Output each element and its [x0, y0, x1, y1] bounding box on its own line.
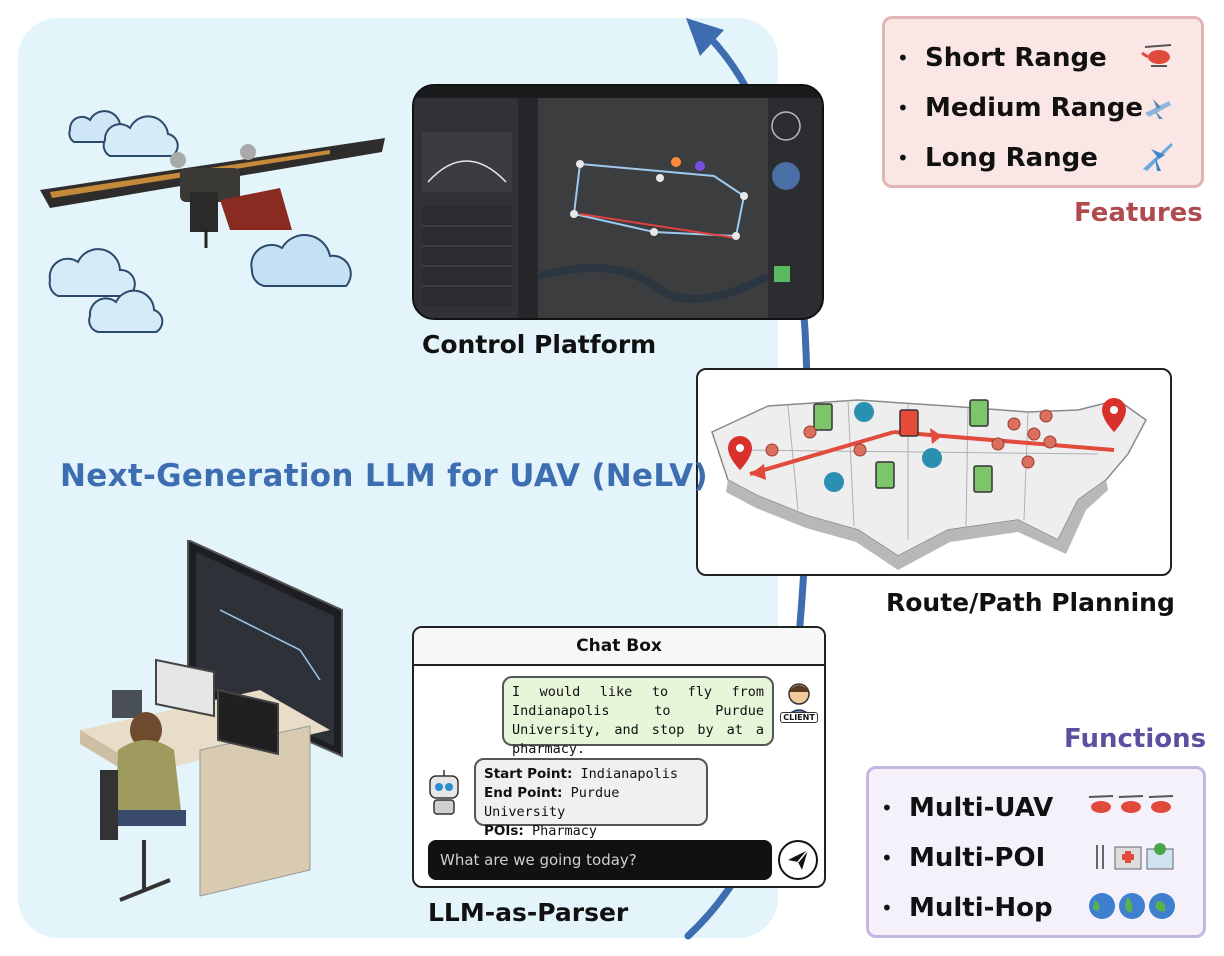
client-badge: CLIENT	[780, 712, 818, 723]
bullet-icon: •	[881, 896, 893, 920]
function-item: • Multi-Hop	[881, 883, 1189, 933]
feature-label: Short Range	[925, 43, 1107, 73]
route-planning-caption: Route/Path Planning	[886, 588, 1175, 617]
feature-item: • Long Range	[897, 133, 1187, 183]
client-message-text: I would like to fly from Indianapolis to…	[512, 684, 764, 757]
us-map	[711, 398, 1147, 570]
function-item: • Multi-POI	[881, 833, 1189, 883]
control-platform-caption: Control Platform	[422, 330, 657, 359]
chat-header: Chat Box	[414, 628, 824, 666]
three-globes-icon	[1089, 893, 1175, 919]
send-icon	[788, 849, 809, 870]
functions-heading: Functions	[1064, 724, 1207, 754]
cloud-icon	[48, 248, 164, 333]
feature-label: Long Range	[925, 143, 1098, 173]
plane-icon	[40, 138, 385, 248]
client-message-bubble: I would like to fly from Indianapolis to…	[502, 676, 774, 757]
client-avatar: CLIENT	[780, 680, 818, 724]
bullet-icon: •	[897, 96, 909, 120]
bullet-icon: •	[897, 46, 909, 70]
route-map	[696, 368, 1172, 576]
three-helicopters-icon	[1088, 795, 1174, 813]
airplane-icon	[1143, 143, 1173, 171]
functions-box: • Multi-UAV • Multi-POI • Multi-Hop	[866, 766, 1206, 938]
function-label: Multi-UAV	[909, 793, 1054, 823]
chat-input[interactable]: What are we going today?	[428, 840, 772, 880]
small-plane-icon	[1145, 99, 1171, 119]
start-point-value: Indianapolis	[580, 766, 679, 782]
features-box: • Short Range • Medium Range • Long Rang…	[882, 16, 1204, 188]
feature-item: • Medium Range	[897, 83, 1187, 133]
features-heading: Features	[1074, 198, 1203, 228]
diagram-title: Next-Generation LLM for UAV (NeLV)	[60, 458, 708, 494]
function-item: • Multi-UAV	[881, 783, 1189, 833]
restaurant-hospital-store-icon	[1096, 843, 1174, 870]
uav-illustration	[40, 110, 385, 333]
llm-parser-caption: LLM-as-Parser	[428, 898, 629, 927]
cloud-icon	[102, 115, 179, 157]
poi-value: Pharmacy	[531, 823, 597, 839]
chat-box: Chat Box I would like to fly from Indian…	[412, 626, 826, 888]
bullet-icon: •	[881, 796, 893, 820]
feature-item: • Short Range	[897, 33, 1187, 83]
end-point-value: Purdue University	[484, 785, 620, 820]
function-label: Multi-Hop	[909, 893, 1053, 923]
feature-label: Medium Range	[925, 93, 1144, 123]
chat-header-title: Chat Box	[576, 636, 662, 656]
poi-label: POIs:	[484, 823, 524, 839]
operator-illustration	[80, 540, 343, 902]
chat-input-placeholder: What are we going today?	[440, 851, 637, 869]
cloud-icon	[250, 234, 352, 287]
control-platform-screenshot	[412, 84, 824, 320]
bullet-icon: •	[881, 846, 893, 870]
send-button[interactable]	[778, 840, 818, 880]
start-point-label: Start Point:	[484, 766, 573, 782]
control-platform-map	[414, 86, 822, 318]
bot-message-bubble: Start Point: Indianapolis End Point: Pur…	[474, 758, 708, 839]
end-point-label: End Point:	[484, 785, 563, 801]
bullet-icon: •	[897, 146, 909, 170]
function-label: Multi-POI	[909, 843, 1046, 873]
robot-icon	[424, 770, 464, 816]
helicopter-icon	[1141, 44, 1172, 67]
